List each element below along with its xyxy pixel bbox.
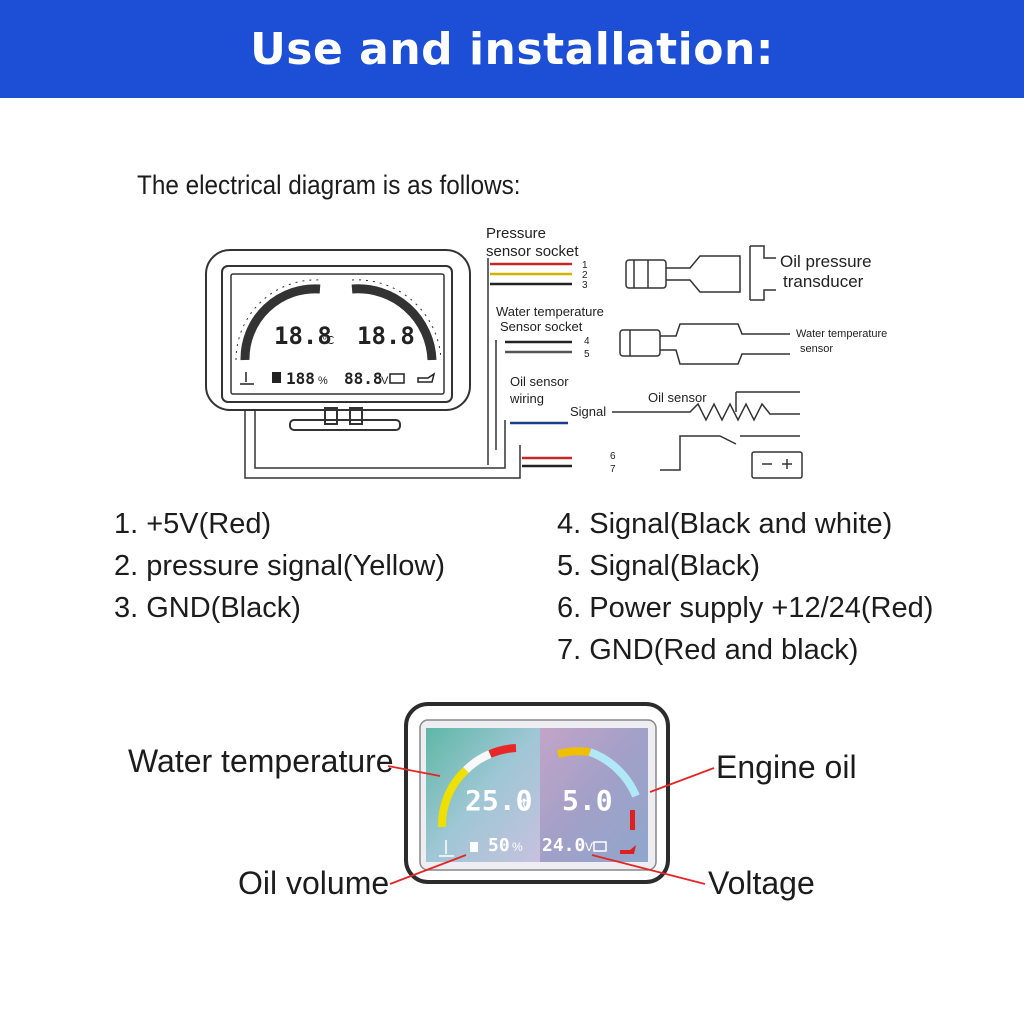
photo-oil-can-icon	[620, 845, 636, 854]
water-socket-label-1: Water temperature	[496, 304, 604, 319]
callout-engine-oil: Engine oil	[716, 749, 857, 785]
photo-fuel-icon	[470, 842, 478, 852]
diagram-oil-can-icon	[417, 372, 436, 383]
pin-item: 3. GND(Black)	[114, 592, 301, 624]
diagram-oil-readout: 188	[286, 369, 315, 388]
diagram-battery-icon	[389, 373, 405, 384]
pin-item: 1. +5V(Red)	[114, 508, 272, 540]
pin-number-1: 1	[582, 260, 588, 271]
diagram-coolant-icon	[240, 372, 254, 385]
diagram-oil-unit: %	[318, 375, 328, 387]
callout-lines	[387, 765, 715, 885]
diagram-temp-unit: ℃	[322, 335, 334, 347]
pin-number-6: 6	[610, 451, 616, 462]
photo-oil-volume-value: 50	[488, 835, 510, 856]
battery-circuit	[660, 435, 803, 479]
photo-temp-arc	[437, 744, 517, 828]
gauge-arc-left	[235, 279, 321, 361]
pin-item: 7. GND(Red and black)	[557, 634, 859, 666]
water-temp-sensor	[619, 323, 790, 365]
pin-item: 6. Power supply +12/24(Red)	[557, 592, 934, 624]
water-socket	[505, 340, 572, 354]
pin-number-2: 2	[582, 270, 588, 281]
pressure-connector	[625, 245, 776, 301]
pin-list-left: 1. +5V(Red) 2. pressure signal(Yellow) 3…	[114, 503, 445, 629]
diagram-pressure-readout: 18.8	[357, 322, 415, 350]
pin-item: 4. Signal(Black and white)	[557, 508, 893, 540]
diagram-temp-readout: 18.8	[274, 322, 332, 350]
gauge-arc-right	[351, 279, 442, 361]
water-temp-sensor-label-2: sensor	[800, 343, 833, 355]
diagram-fuel-icon	[272, 372, 281, 383]
oil-wiring-label-2: wiring	[509, 391, 544, 406]
pin-list-right: 4. Signal(Black and white) 5. Signal(Bla…	[557, 503, 933, 671]
oil-wiring-label-1: Oil sensor	[510, 374, 569, 389]
photo-coolant-icon	[439, 840, 454, 857]
water-temp-sensor-label-1: Water temperature	[796, 328, 887, 340]
photo-oil-volume-unit: %	[512, 840, 523, 854]
pressure-socket-label-1: Pressure	[486, 225, 546, 242]
header-banner: Use and installation:	[0, 0, 1024, 98]
oil-sensor-resistor	[612, 391, 800, 422]
pin-item: 5. Signal(Black)	[557, 550, 761, 582]
gauge-outline	[205, 249, 471, 431]
wiring-lines	[244, 258, 521, 479]
photo-temperature-value: 25.0	[465, 784, 532, 817]
oil-pressure-transducer-label-2: transducer	[783, 272, 864, 291]
oil-sensor-label: Oil sensor	[648, 390, 707, 405]
pin-number-7: 7	[610, 464, 616, 475]
photo-oil-pressure-value: 5.0	[562, 784, 613, 817]
callout-voltage: Voltage	[708, 865, 815, 901]
diagram-voltage-unit: V	[381, 375, 389, 387]
pin-number-3: 3	[582, 280, 588, 291]
photo-voltage-unit: V	[585, 840, 593, 854]
diagram-voltage-readout: 88.8	[344, 369, 383, 388]
photo-temperature-unit: ℃	[518, 799, 530, 811]
page-title: Use and installation:	[250, 23, 774, 75]
pressure-socket-label-2: sensor socket	[486, 243, 579, 260]
diagram-intro: The electrical diagram is as follows:	[137, 170, 521, 200]
pin-item: 2. pressure signal(Yellow)	[114, 550, 445, 582]
pressure-socket	[490, 262, 572, 286]
signal-label: Signal	[570, 404, 606, 419]
photo-battery-icon	[593, 841, 607, 852]
oil-pressure-transducer-label-1: Oil pressure	[780, 252, 872, 271]
power-wires	[522, 456, 572, 468]
water-socket-label-2: Sensor socket	[500, 319, 583, 334]
pin-number-5: 5	[584, 349, 590, 360]
photo-voltage-value: 24.0	[542, 835, 585, 856]
photo-oil-level-bar	[630, 810, 635, 830]
callout-oil-volume: Oil volume	[238, 865, 389, 901]
callout-water-temperature: Water temperature	[128, 743, 394, 779]
photo-oil-arc	[556, 747, 640, 798]
pin-number-4: 4	[584, 336, 590, 347]
